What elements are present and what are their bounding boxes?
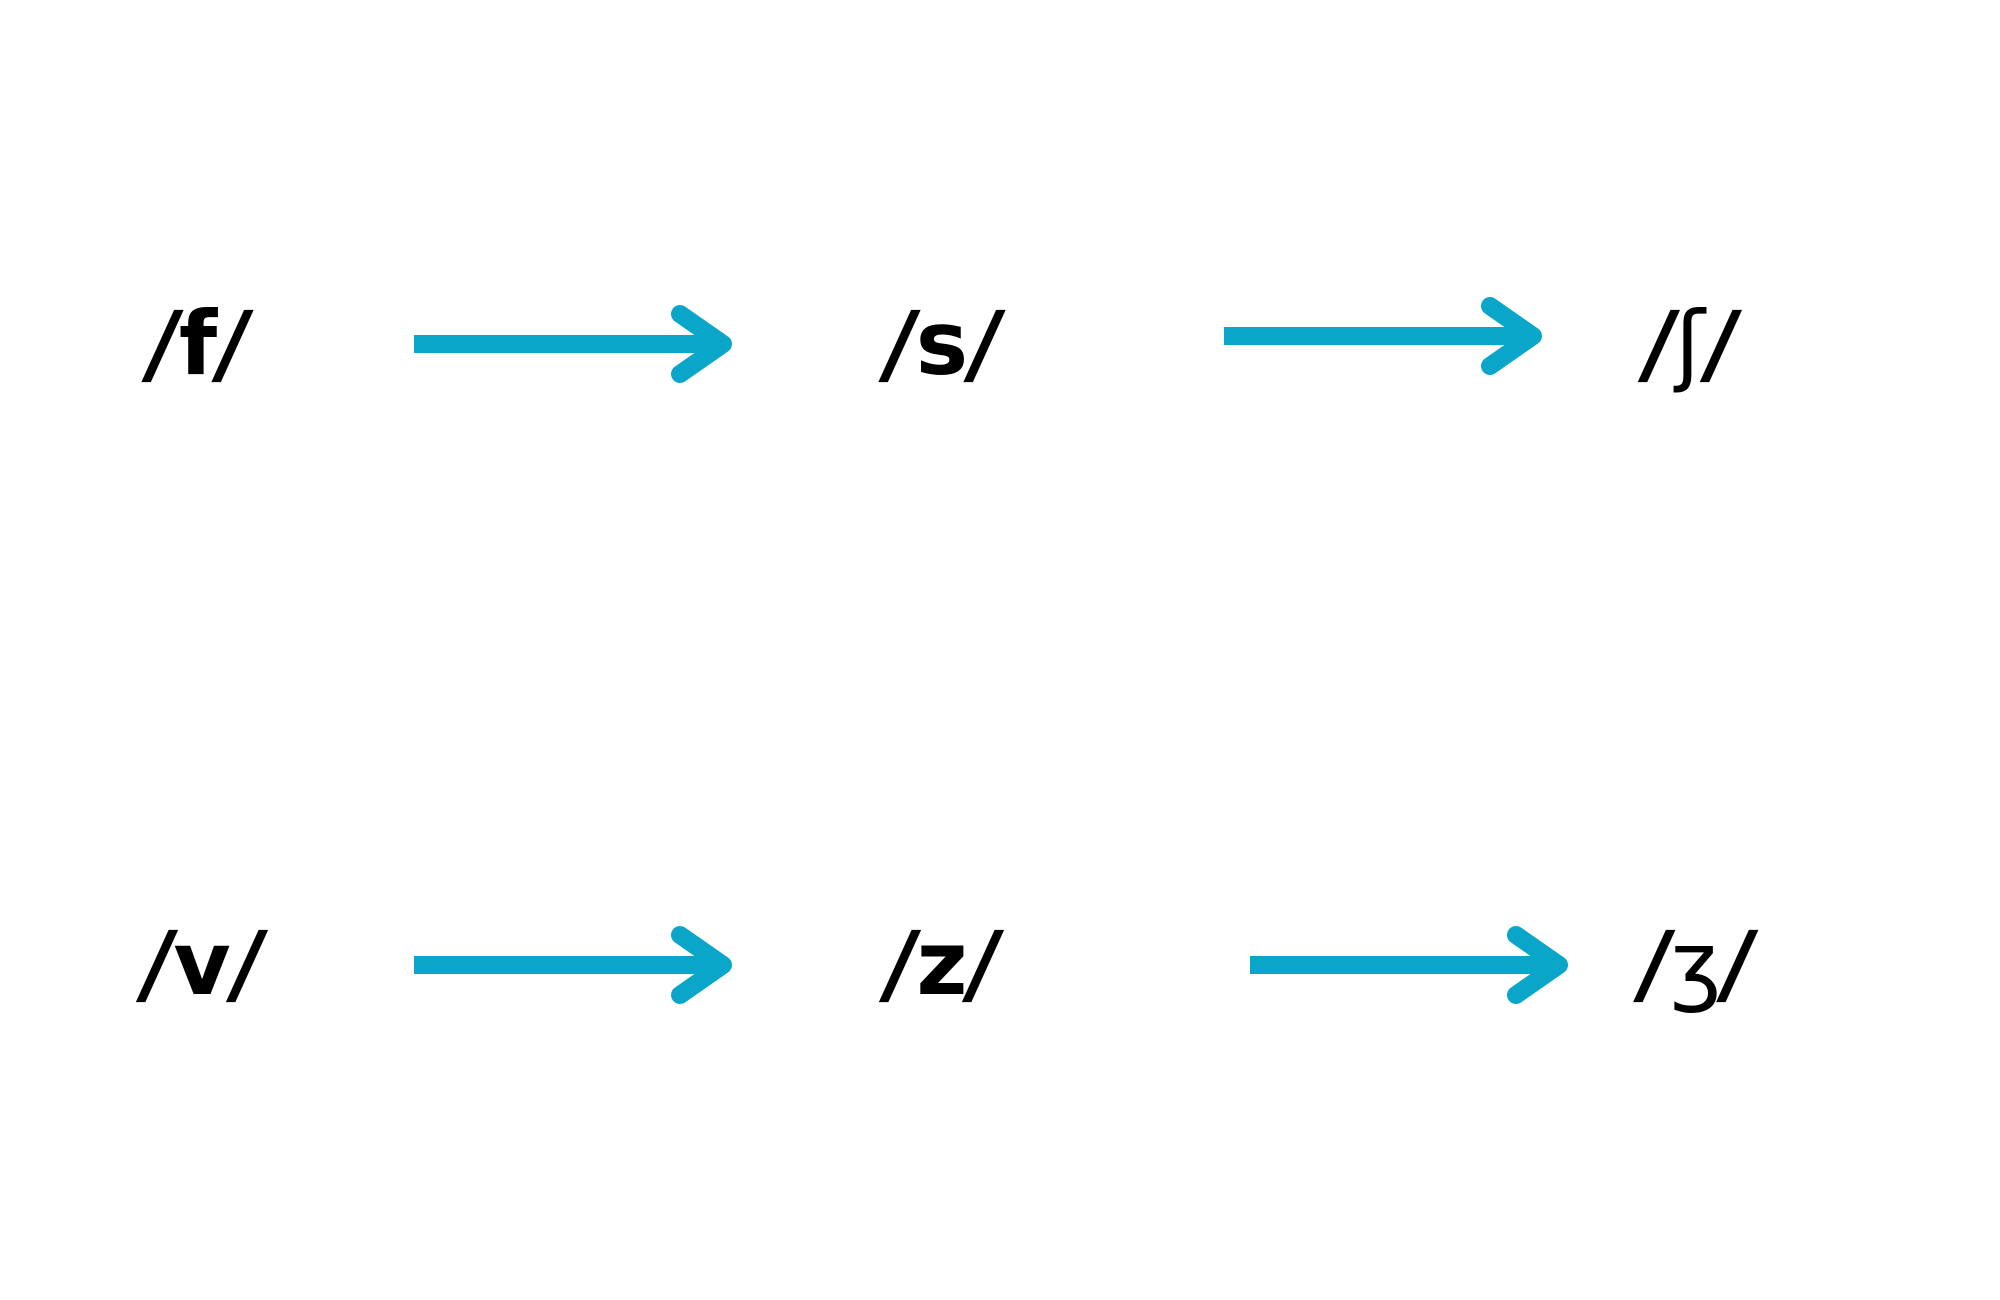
slash-right: /	[1714, 912, 1761, 1015]
phoneme-core: ʃ	[1675, 292, 1705, 395]
slash-right: /	[960, 912, 1008, 1015]
phoneme-f: /f/	[140, 292, 257, 395]
phoneme-z: /z/	[877, 912, 1007, 1015]
phoneme-core: z	[916, 912, 968, 1015]
arrow-f-to-s	[414, 305, 732, 383]
phoneme-v: /v/	[134, 912, 270, 1015]
slash-right: /	[223, 912, 271, 1015]
phoneme-core: f	[178, 292, 218, 395]
phoneme-s: /s/	[876, 292, 1007, 395]
phoneme-core: s	[915, 292, 969, 395]
slash-right: /	[961, 292, 1008, 395]
slash-right: /	[209, 292, 257, 395]
phoneme-core: ʒ	[1670, 912, 1722, 1015]
arrow-v-to-z	[414, 926, 732, 1004]
phoneme-esh: /ʃ/	[1636, 292, 1744, 395]
phoneme-core: v	[173, 912, 231, 1015]
arrow-s-to-esh	[1224, 297, 1542, 375]
arrow-z-to-ezh	[1250, 926, 1568, 1004]
slash-right: /	[1697, 292, 1745, 395]
phoneme-ezh: /ʒ/	[1631, 912, 1761, 1015]
